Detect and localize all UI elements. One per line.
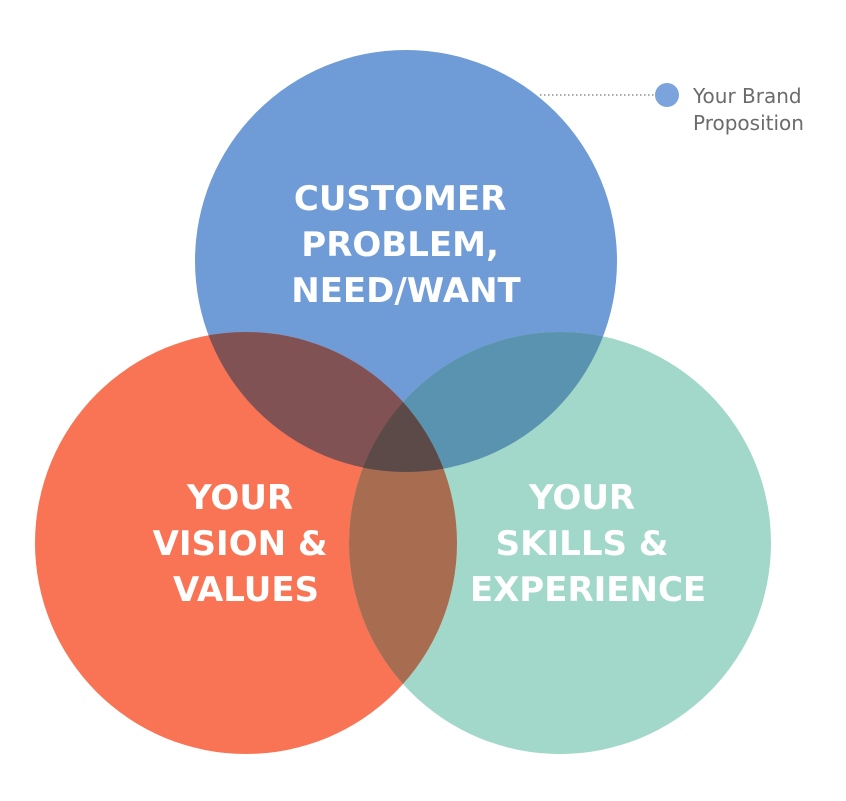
top-label-line-3: NEED/WANT [291,271,521,311]
top-circle-label: CUSTOMER PROBLEM, NEED/WANT [291,179,521,311]
overlap-top-right [349,332,617,472]
overlap-top-left [195,332,457,472]
legend-line-2: Proposition [693,111,804,135]
left-label-line-1: YOUR [186,478,293,518]
legend-line-1: Your Brand [692,84,802,108]
left-label-line-2: VISION & [153,524,328,564]
right-label-line-3: EXPERIENCE [470,570,706,610]
left-circle-label: YOUR VISION & VALUES [153,478,340,610]
left-label-line-3: VALUES [173,570,319,610]
right-circle-label: YOUR SKILLS & EXPERIENCE [470,478,706,610]
top-label-line-1: CUSTOMER [294,179,506,219]
circle-dot-icon [655,83,679,107]
legend-label: Your Brand Proposition [692,84,808,135]
right-label-line-1: YOUR [528,478,635,518]
right-label-line-2: SKILLS & [496,524,669,564]
top-label-line-2: PROBLEM, [301,225,499,265]
